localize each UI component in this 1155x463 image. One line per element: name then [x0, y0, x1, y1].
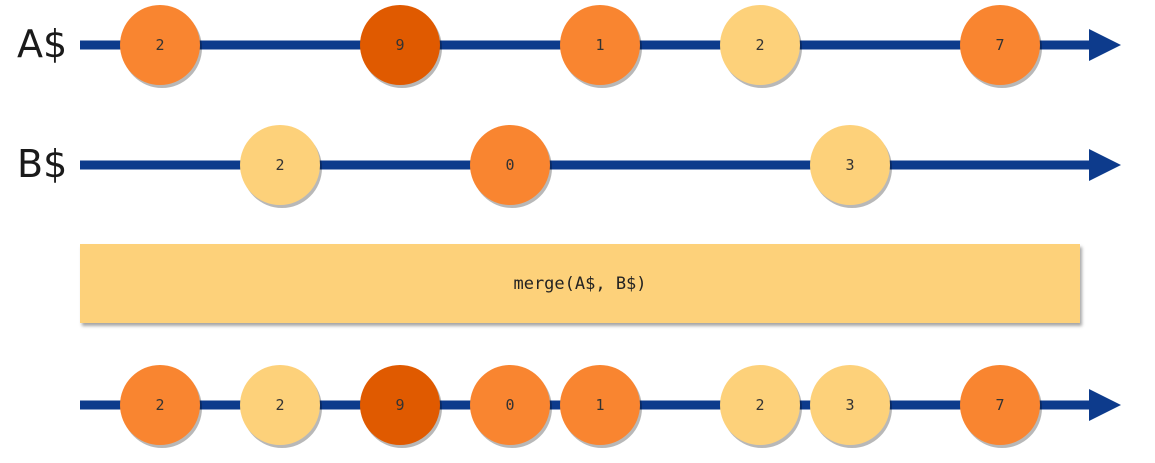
marble: 1	[560, 5, 642, 88]
stream-a-arrow-icon	[1089, 29, 1121, 61]
marble-circle	[360, 5, 440, 85]
marble-circle	[240, 125, 320, 205]
marble-circle	[560, 5, 640, 85]
merge-operator-box: merge(A$, B$)	[80, 244, 1080, 323]
marble-value: 7	[995, 396, 1004, 414]
marble: 0	[470, 365, 552, 448]
stream-b-arrow-icon	[1089, 149, 1121, 181]
marble: 2	[720, 365, 802, 448]
marble-circle	[360, 365, 440, 445]
marble-value: 3	[845, 156, 854, 174]
marble-circle	[810, 365, 890, 445]
marble-circle	[470, 365, 550, 445]
marble-value: 0	[505, 396, 514, 414]
marble-circle	[720, 365, 800, 445]
marble-circle	[120, 365, 200, 445]
stream-a-label: A$	[17, 22, 68, 66]
marble: 2	[120, 5, 202, 88]
marble: 2	[240, 125, 322, 208]
stream-b-label: B$	[17, 142, 68, 186]
marble: 1	[560, 365, 642, 448]
marble-value: 2	[155, 396, 164, 414]
marble: 7	[960, 5, 1042, 88]
marble-value: 9	[395, 396, 404, 414]
marble: 9	[360, 365, 442, 448]
marble-value: 2	[755, 36, 764, 54]
marble-value: 1	[595, 396, 604, 414]
marble-circle	[720, 5, 800, 85]
marble-value: 0	[505, 156, 514, 174]
output-stream-arrow-icon	[1089, 389, 1121, 421]
marble: 3	[810, 125, 892, 208]
marble-circle	[240, 365, 320, 445]
marble-circle	[810, 125, 890, 205]
marble-circle	[470, 125, 550, 205]
marble-value: 9	[395, 36, 404, 54]
marble: 0	[470, 125, 552, 208]
marble-value: 3	[845, 396, 854, 414]
marble-value: 7	[995, 36, 1004, 54]
marble: 9	[360, 5, 442, 88]
marble-value: 2	[155, 36, 164, 54]
marble-circle	[560, 365, 640, 445]
marble: 7	[960, 365, 1042, 448]
marble: 3	[810, 365, 892, 448]
marble-circle	[960, 365, 1040, 445]
operator-label: merge(A$, B$)	[513, 273, 647, 294]
marble: 2	[240, 365, 322, 448]
marble-value: 2	[275, 156, 284, 174]
marble-circle	[960, 5, 1040, 85]
marble: 2	[720, 5, 802, 88]
marble-value: 2	[275, 396, 284, 414]
marble-circle	[120, 5, 200, 85]
marble: 2	[120, 365, 202, 448]
marble-value: 1	[595, 36, 604, 54]
marble-value: 2	[755, 396, 764, 414]
